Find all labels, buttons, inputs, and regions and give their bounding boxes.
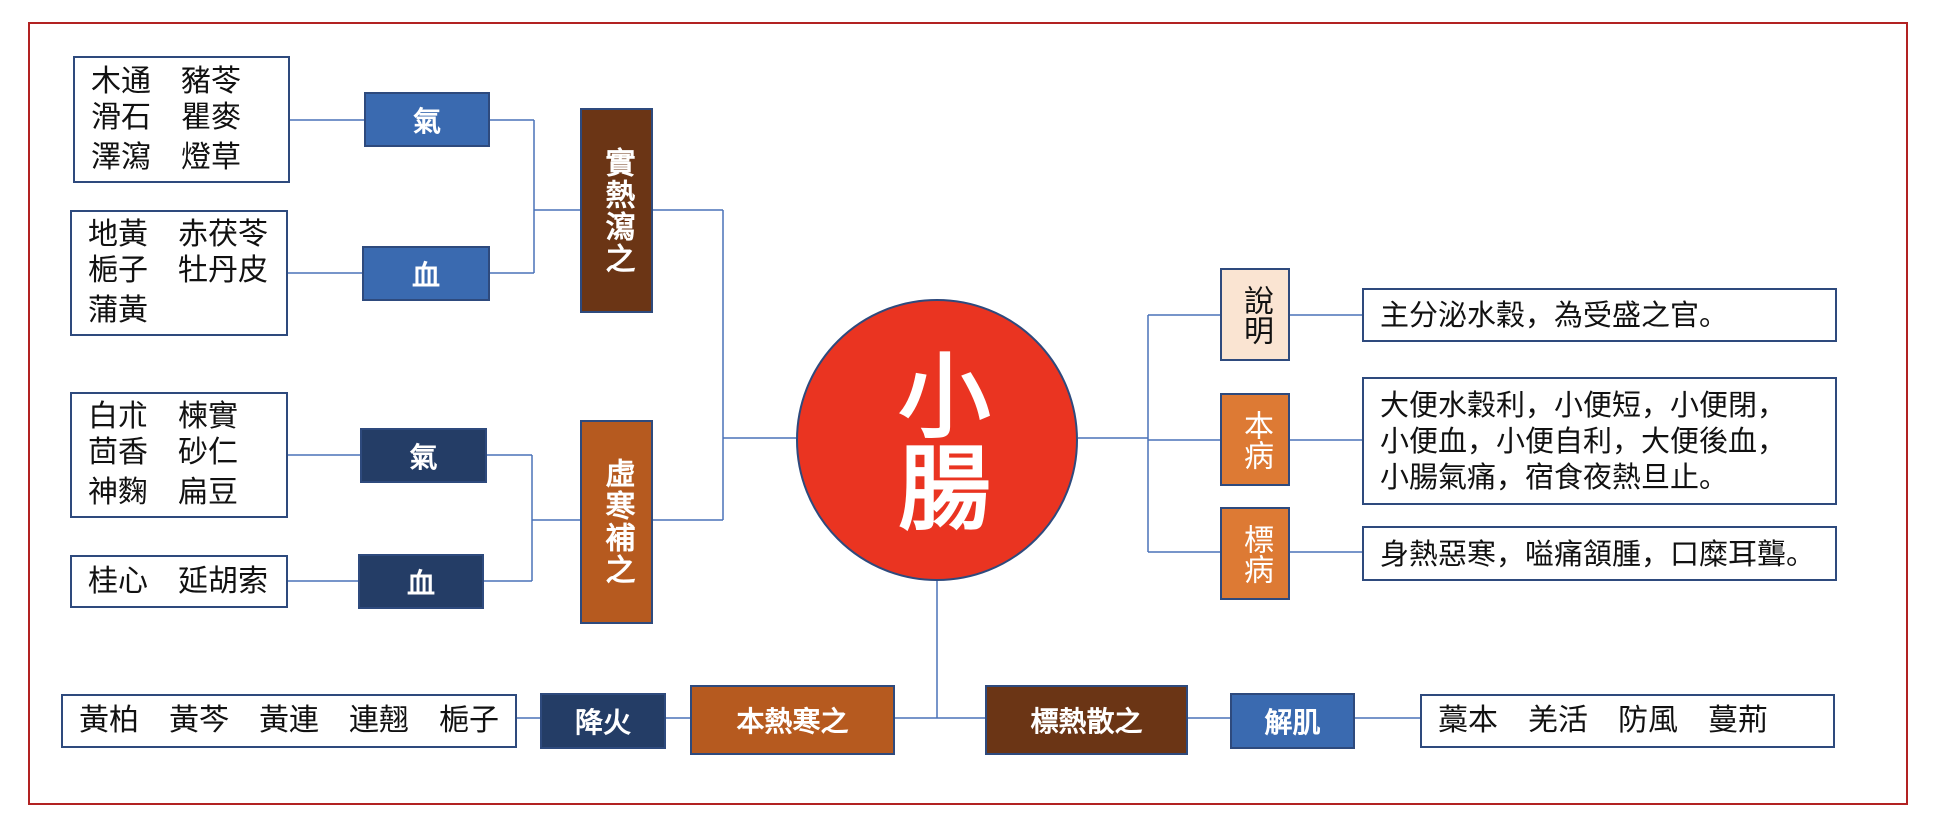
herb-line: 地黃 赤茯苓 (88, 217, 268, 252)
herb-lines: 木通 豬苓 滑石 瞿麥 澤瀉 燈草 (91, 64, 241, 176)
herb-list-biao-re: 藁本 羌活 防風 蔓荊 (1420, 694, 1835, 748)
herb-line: 黃柏 黃芩 黃連 連翹 梔子 (79, 703, 499, 738)
category-shi-re: 實熱瀉之 (580, 108, 653, 313)
herb-line: 澤瀉 燈草 (91, 139, 241, 175)
herb-list-ben-re: 黃柏 黃芩 黃連 連翹 梔子 (61, 694, 517, 748)
tag-biao-bing: 標病 (1220, 507, 1290, 600)
herb-lines: 地黃 赤茯苓 梔子 牡丹皮 蒲黃 (88, 217, 268, 329)
tag-shuo-ming: 說明 (1220, 268, 1290, 361)
herb-lines: 白朮 楝實 茴香 砂仁 神麴 扁豆 (88, 399, 238, 511)
desc-line: 大便水穀利，小便短，小便閉， (1380, 388, 1787, 422)
herb-lines: 桂心 延胡索 (88, 564, 268, 600)
tag-ben-bing: 本病 (1220, 393, 1290, 486)
desc-line: 身熱惡寒，嗌痛頷腫，口糜耳聾。 (1380, 536, 1816, 571)
herb-lines: 藁本 羌活 防風 蔓荊 (1438, 703, 1768, 739)
herb-line: 茴香 砂仁 (88, 435, 238, 470)
label-jiang-huo: 降火 (540, 693, 666, 749)
desc-biao-bing: 身熱惡寒，嗌痛頷腫，口糜耳聾。 (1362, 526, 1837, 581)
herb-line: 神麴 扁豆 (88, 475, 238, 510)
label-qi-xu-han: 氣 (360, 428, 487, 483)
desc-line: 主分泌水穀，為受盛之官。 (1380, 298, 1729, 332)
center-node: 小腸 (796, 299, 1078, 581)
desc-lines: 身熱惡寒，嗌痛頷腫，口糜耳聾。 (1380, 536, 1815, 572)
herb-list-shi-re-xue: 地黃 赤茯苓 梔子 牡丹皮 蒲黃 (70, 210, 288, 336)
label-xue-shi-re: 血 (362, 246, 490, 301)
herb-line: 藁本 羌活 防風 蔓荊 (1438, 703, 1768, 738)
herb-list-shi-re-qi: 木通 豬苓 滑石 瞿麥 澤瀉 燈草 (73, 56, 290, 183)
label-xue-xu-han: 血 (358, 554, 484, 609)
desc-lines: 主分泌水穀，為受盛之官。 (1380, 297, 1728, 333)
label-jie-ji: 解肌 (1230, 693, 1355, 749)
desc-line: 小腸氣痛，宿食夜熱旦止。 (1380, 460, 1729, 494)
diagram-frame (28, 22, 1908, 805)
herb-list-xu-han-qi: 白朮 楝實 茴香 砂仁 神麴 扁豆 (70, 392, 288, 518)
herb-list-xu-han-xue: 桂心 延胡索 (70, 555, 288, 608)
category-xu-han: 虛寒補之 (580, 420, 653, 624)
category-ben-re: 本熱寒之 (690, 685, 895, 755)
center-title: 小腸 (883, 348, 991, 532)
desc-lines: 大便水穀利，小便短，小便閉， 小便血，小便自利，大便後血， 小腸氣痛，宿食夜熱旦… (1380, 387, 1786, 495)
herb-line: 滑石 瞿麥 (91, 99, 241, 135)
herb-line: 蒲黃 (88, 293, 148, 328)
herb-line: 木通 豬苓 (91, 63, 241, 99)
desc-ben-bing: 大便水穀利，小便短，小便閉， 小便血，小便自利，大便後血， 小腸氣痛，宿食夜熱旦… (1362, 377, 1837, 505)
herb-lines: 黃柏 黃芩 黃連 連翹 梔子 (79, 703, 499, 739)
herb-line: 梔子 牡丹皮 (88, 253, 268, 288)
category-biao-re: 標熱散之 (985, 685, 1188, 755)
desc-line: 小便血，小便自利，大便後血， (1380, 424, 1787, 458)
herb-line: 白朮 楝實 (88, 399, 238, 434)
herb-line: 桂心 延胡索 (88, 563, 268, 599)
desc-shuo-ming: 主分泌水穀，為受盛之官。 (1362, 288, 1837, 342)
label-qi-shi-re: 氣 (364, 92, 490, 147)
